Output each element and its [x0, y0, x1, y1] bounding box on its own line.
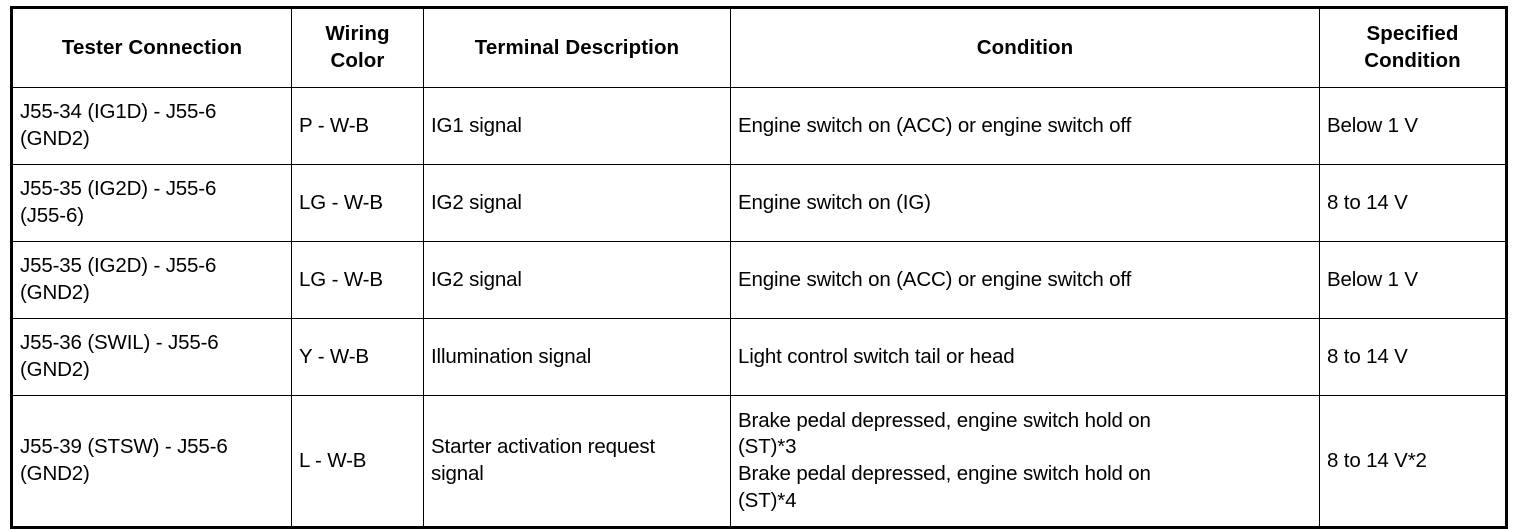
column-header-line: Color [330, 49, 385, 72]
table-header: Tester Connection Wiring Color Terminal … [11, 7, 1507, 88]
table-body: J55-34 (IG1D) - J55-6 (GND2) P - W-B IG1… [11, 87, 1507, 528]
cell-line: 8 to 14 V*2 [1327, 448, 1427, 472]
cell-condition: Brake pedal depressed, engine switch hol… [730, 395, 1320, 528]
cell-line: J55-36 (SWIL) - J55-6 [20, 331, 219, 355]
cell-line: (ST)*4 [738, 488, 797, 512]
cell-line: Engine switch on (ACC) or engine switch … [738, 267, 1132, 291]
cell-condition: Engine switch on (ACC) or engine switch … [730, 241, 1320, 319]
column-header-line: Terminal Description [474, 35, 680, 59]
cell-wiring-color: Y - W-B [291, 318, 424, 396]
cell-line: IG1 signal [431, 113, 522, 137]
cell-line: Starter activation request [431, 435, 655, 459]
cell-line: J55-34 (IG1D) - J55-6 [20, 100, 217, 124]
column-header-line: Wiring [325, 22, 390, 46]
cell-line: 8 to 14 V [1327, 190, 1408, 214]
cell-line: Y - W-B [299, 344, 369, 368]
column-header-tester-connection: Tester Connection [11, 7, 292, 88]
cell-line: J55-35 (IG2D) - J55-6 [20, 177, 217, 201]
terminal-specification-table: Tester Connection Wiring Color Terminal … [10, 6, 1508, 529]
cell-specified-condition: Below 1 V [1319, 87, 1507, 165]
cell-terminal-description: Illumination signal [423, 318, 731, 396]
cell-line: LG - W-B [299, 190, 383, 214]
cell-tester-connection: J55-35 (IG2D) - J55-6 (J55-6) [11, 164, 292, 242]
cell-line: IG2 signal [431, 267, 522, 291]
cell-line: (J55-6) [20, 204, 84, 227]
cell-wiring-color: LG - W-B [291, 241, 424, 319]
column-header-line: Condition [976, 35, 1074, 59]
cell-terminal-description: Starter activation request signal [423, 395, 731, 528]
cell-wiring-color: LG - W-B [291, 164, 424, 242]
table-row: J55-36 (SWIL) - J55-6 (GND2) Y - W-B Ill… [11, 318, 1507, 396]
cell-line: LG - W-B [299, 267, 383, 291]
cell-line: Engine switch on (ACC) or engine switch … [738, 113, 1132, 137]
cell-line: Engine switch on (IG) [738, 190, 931, 214]
cell-specified-condition: 8 to 14 V*2 [1319, 395, 1507, 528]
cell-wiring-color: P - W-B [291, 87, 424, 165]
column-header-specified-condition: Specified Condition [1319, 7, 1507, 88]
column-header-condition: Condition [730, 7, 1320, 88]
column-header-terminal-description: Terminal Description [423, 7, 731, 88]
table-row: J55-35 (IG2D) - J55-6 (GND2) LG - W-B IG… [11, 241, 1507, 319]
cell-tester-connection: J55-35 (IG2D) - J55-6 (GND2) [11, 241, 292, 319]
column-header-line: Condition [1364, 49, 1461, 72]
cell-line: (GND2) [20, 127, 90, 150]
cell-line: (ST)*3 [738, 435, 797, 459]
cell-line: Below 1 V [1327, 113, 1418, 137]
cell-line: Illumination signal [431, 344, 592, 368]
table-row: J55-35 (IG2D) - J55-6 (J55-6) LG - W-B I… [11, 164, 1507, 242]
cell-line: Brake pedal depressed, engine switch hol… [738, 408, 1151, 432]
cell-terminal-description: IG2 signal [423, 164, 731, 242]
cell-specified-condition: 8 to 14 V [1319, 318, 1507, 396]
cell-tester-connection: J55-39 (STSW) - J55-6 (GND2) [11, 395, 292, 528]
cell-tester-connection: J55-36 (SWIL) - J55-6 (GND2) [11, 318, 292, 396]
column-header-line: Specified [1366, 22, 1459, 46]
column-header-wiring-color: Wiring Color [291, 7, 424, 88]
cell-line: J55-39 (STSW) - J55-6 [20, 435, 228, 459]
table-header-row: Tester Connection Wiring Color Terminal … [11, 7, 1507, 88]
cell-condition: Light control switch tail or head [730, 318, 1320, 396]
cell-line: (GND2) [20, 281, 90, 304]
table-row: J55-39 (STSW) - J55-6 (GND2) L - W-B Sta… [11, 395, 1507, 528]
document-page: Tester Connection Wiring Color Terminal … [10, 6, 1508, 529]
cell-line: (GND2) [20, 462, 90, 485]
cell-line: Light control switch tail or head [738, 344, 1015, 368]
cell-line: P - W-B [299, 113, 369, 137]
cell-terminal-description: IG2 signal [423, 241, 731, 319]
cell-line: Below 1 V [1327, 267, 1418, 291]
cell-line: Brake pedal depressed, engine switch hol… [738, 462, 1151, 485]
cell-condition: Engine switch on (ACC) or engine switch … [730, 87, 1320, 165]
cell-line: L - W-B [299, 448, 367, 472]
cell-line: IG2 signal [431, 190, 522, 214]
cell-specified-condition: Below 1 V [1319, 241, 1507, 319]
cell-line: 8 to 14 V [1327, 344, 1408, 368]
cell-line: (GND2) [20, 358, 90, 381]
cell-tester-connection: J55-34 (IG1D) - J55-6 (GND2) [11, 87, 292, 165]
table-row: J55-34 (IG1D) - J55-6 (GND2) P - W-B IG1… [11, 87, 1507, 165]
cell-specified-condition: 8 to 14 V [1319, 164, 1507, 242]
cell-line: signal [431, 462, 484, 485]
cell-condition: Engine switch on (IG) [730, 164, 1320, 242]
cell-wiring-color: L - W-B [291, 395, 424, 528]
column-header-line: Tester Connection [61, 35, 243, 59]
cell-terminal-description: IG1 signal [423, 87, 731, 165]
cell-line: J55-35 (IG2D) - J55-6 [20, 254, 217, 278]
